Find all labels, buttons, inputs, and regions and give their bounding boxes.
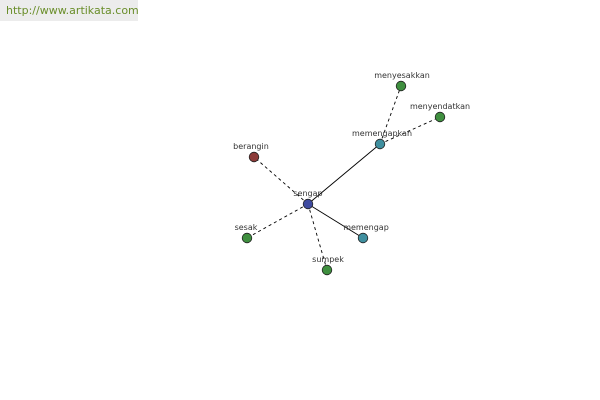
source-url-link[interactable]: http://www.artikata.com (0, 0, 139, 21)
node-sengap[interactable] (302, 198, 314, 210)
node-label-sumpek: sumpek (312, 255, 344, 264)
node-menyesakkan[interactable] (395, 80, 407, 92)
node-label-memengap: memengap (343, 223, 389, 232)
edge-memengapkan-menyesakkan (379, 85, 402, 145)
edges-layer (246, 85, 441, 271)
node-sesak[interactable] (241, 232, 253, 244)
node-label-sengap: sengap (293, 189, 322, 198)
edge-memengapkan-menyendatkan (379, 116, 441, 145)
node-memengapkan[interactable] (374, 138, 386, 150)
node-label-menyendatkan: menyendatkan (410, 102, 470, 111)
node-menyendatkan[interactable] (434, 111, 446, 123)
edge-sengap-memengapkan (307, 143, 381, 205)
edge-sengap-sesak (246, 203, 309, 239)
node-memengap[interactable] (357, 232, 369, 244)
nodes-layer (241, 80, 446, 276)
node-label-sesak: sesak (235, 223, 258, 232)
node-label-memengapkan: memengapkan (352, 129, 412, 138)
node-label-menyesakkan: menyesakkan (374, 71, 430, 80)
labels-layer: sengap memengapkan memengap berangin sesak su… (233, 71, 470, 264)
edge-sengap-memengap (307, 203, 364, 239)
node-sumpek[interactable] (321, 264, 333, 276)
node-berangin[interactable] (248, 151, 260, 163)
node-label-berangin: berangin (233, 142, 269, 151)
